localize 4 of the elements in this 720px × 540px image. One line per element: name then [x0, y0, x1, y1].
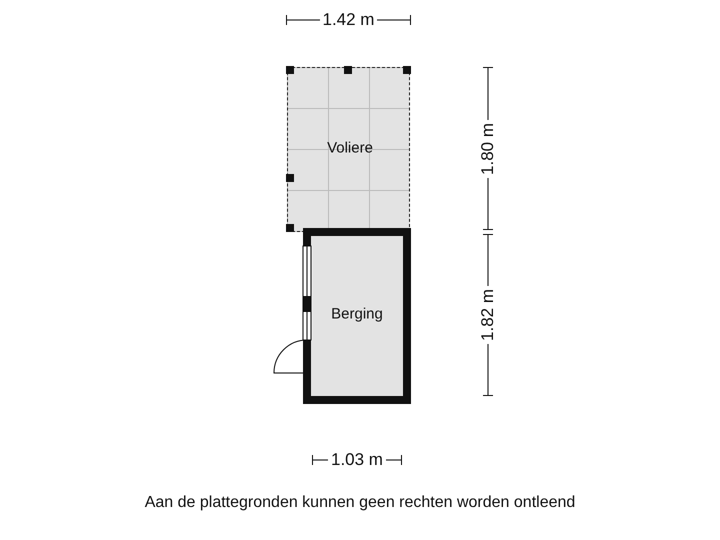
- room-label: Berging: [331, 306, 383, 322]
- storage-room: [303, 228, 411, 404]
- disclaimer-text: Aan de plattegronden kunnen geen rechten worden ontleend: [144, 494, 576, 512]
- room-label: Voliere: [327, 140, 373, 156]
